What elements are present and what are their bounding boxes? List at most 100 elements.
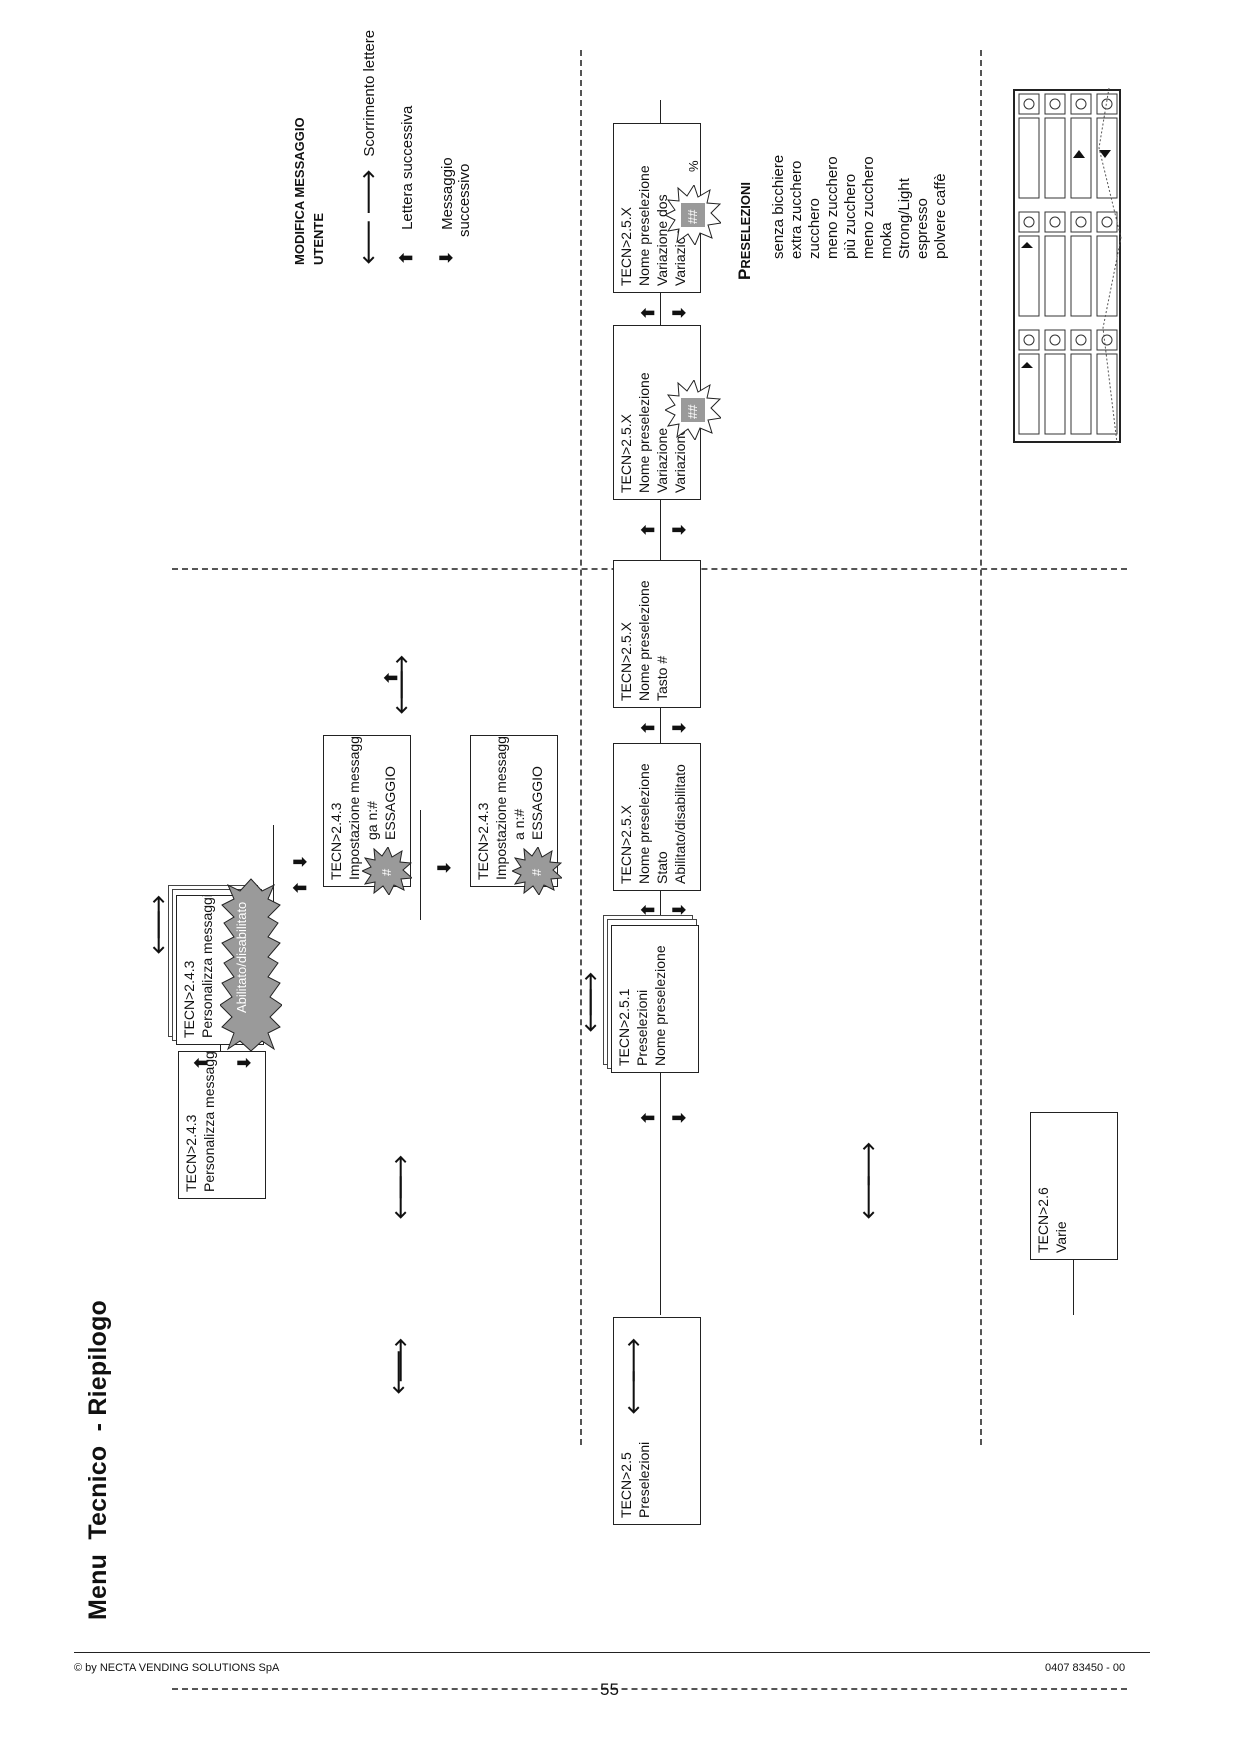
arrow-down-icon: ⬇ <box>670 305 689 320</box>
list-item: Strong/Light <box>896 178 913 259</box>
separator-dash <box>172 1688 1127 1690</box>
arrow-up-icon: ⬆ <box>192 1055 211 1070</box>
box-line: TECN>2.4.3 <box>328 802 344 880</box>
heading-rest: RESELEZIONI <box>738 181 753 269</box>
arrow-right-icon: 🡒 <box>391 1154 410 1200</box>
arrow-down-icon: ⬇ <box>235 1055 254 1070</box>
legend-item-text: Scorrimento lettere <box>361 29 378 157</box>
box-line: TECN>2.4.3 <box>183 1114 199 1192</box>
box-line: Nome preselezione <box>636 165 652 286</box>
arrow-up-icon: ⬆ <box>639 720 658 735</box>
arrow-up-icon: ⬆ <box>639 522 658 537</box>
burst-label: # <box>529 868 544 876</box>
list-item: senza bicchiere <box>770 154 787 259</box>
arrow-right-icon: 🡒 <box>581 971 600 1017</box>
box-line: Abilitato/disabilitato <box>672 764 688 884</box>
box-line: Impostazione messaggio <box>346 735 362 880</box>
arrow-down-icon: ⬇ <box>670 902 689 917</box>
list-item: moka <box>878 222 895 259</box>
legend-item-text: successivo <box>456 163 473 237</box>
box-line: Nome preselezione <box>636 372 652 493</box>
legend-heading-line: UTENTE <box>311 213 326 265</box>
highlight-burst <box>362 847 412 895</box>
box-line: TECN>2.5.X <box>618 414 634 493</box>
arrow-up-icon: ⬆ <box>639 902 658 917</box>
box-line: Nome preselezione <box>636 580 652 701</box>
list-item: zucchero <box>806 198 823 259</box>
burst-label: ## <box>685 404 700 419</box>
box-line: Impostazione messaggio <box>493 735 509 880</box>
highlight-burst <box>220 878 282 1052</box>
highlight-burst <box>665 380 721 440</box>
preselezioni-heading: PRESELEZIONI <box>735 182 755 280</box>
arrow-up-icon: ⬆ <box>639 305 658 320</box>
box-line: TECN>2.5.X <box>618 207 634 286</box>
legend-item-text: Messaggio <box>439 157 456 230</box>
list-item: polvere caffè <box>932 173 949 259</box>
list-item: espresso <box>914 198 931 259</box>
footer-doc-code: 0407 83450 - 00 <box>1045 1662 1126 1674</box>
box-line: Preselezioni <box>634 989 650 1066</box>
arrow-down-icon: ⬇ <box>437 250 456 265</box>
box-line: TECN>2.5.X <box>618 622 634 701</box>
connector <box>420 810 421 920</box>
arrow-down-icon: ⬇ <box>670 1110 689 1125</box>
separator-dash <box>580 50 582 1445</box>
arrow-down-icon: ⬇ <box>435 860 454 875</box>
highlight-burst <box>665 185 721 245</box>
box-line: Nome preselezione <box>652 945 668 1066</box>
box-line: Personalizza messaggi <box>199 895 215 1038</box>
heading-first-letter: P <box>735 268 754 280</box>
box-line: Nome preselezione <box>636 763 652 884</box>
box-line: TECN>2.6 <box>1035 1187 1051 1253</box>
arrow-up-icon: ⬆ <box>291 880 310 895</box>
list-item: meno zucchero <box>860 156 877 259</box>
separator-dash <box>980 50 982 1445</box>
list-item: meno zucchero <box>824 156 841 259</box>
footer-rule <box>74 1652 1150 1653</box>
menu-box-2-6-varie: TECN>2.6 Varie <box>1030 1112 1118 1260</box>
legend-item: ⬇ Messaggio <box>437 157 457 265</box>
legend-item-text: Lettera successiva <box>399 105 416 230</box>
arrow-up-icon: ⬆ <box>639 1110 658 1125</box>
burst-label: # <box>379 868 394 876</box>
arrow-right-icon: 🡒 <box>391 1337 410 1383</box>
page-title: Menu Tecnico - Riepilogo <box>84 1299 112 1620</box>
burst-label: Abilitato/disabilitato <box>234 901 249 1013</box>
legend-heading: MODIFICA MESSAGGIO UTENTE <box>290 117 328 265</box>
box-line: TECN>2.5.X <box>618 805 634 884</box>
legend-item: 🡐 🡒 Scorrimento lettere <box>359 29 379 265</box>
arrow-right-icon: 🡒 <box>859 1141 878 1187</box>
arrow-pair-icon: 🡐 🡒 <box>359 169 378 265</box>
burst-label: ## <box>685 209 700 224</box>
menu-box-2-5-x-stato: TECN>2.5.X Nome preselezione Stato Abili… <box>613 743 701 891</box>
arrow-down-icon: ⬇ <box>291 854 310 869</box>
box-line: Stato <box>654 851 670 884</box>
arrow-down-icon: ⬇ <box>670 720 689 735</box>
arrow-up-icon: ⬆ <box>397 250 416 265</box>
preselezioni-list: senza bicchiere extra zucchero zucchero … <box>770 155 950 259</box>
box-line: Tasto # <box>654 655 670 701</box>
arrow-right-icon: 🡒 <box>624 1337 643 1383</box>
footer-copyright: © by NECTA VENDING SOLUTIONS SpA <box>74 1662 280 1674</box>
arrow-right-icon: 🡒 <box>149 894 168 940</box>
legend-item: ⬆ Lettera successiva <box>397 105 417 265</box>
legend-heading-line: MODIFICA MESSAGGIO <box>292 117 307 265</box>
arrow-up-icon: ⬆ <box>382 670 401 685</box>
menu-box-2-4-3-personalizza: TECN>2.4.3 Personalizza messaggi <box>178 1051 266 1199</box>
menu-box-2-5-x-tasto: TECN>2.5.X Nome preselezione Tasto # <box>613 560 701 708</box>
arrow-down-icon: ⬇ <box>670 522 689 537</box>
burst-extra-label: % <box>686 160 701 172</box>
list-item: più zucchero <box>842 173 859 259</box>
highlight-burst <box>512 847 562 895</box>
keypad-illustration <box>1013 88 1122 443</box>
box-line: Personalizza messaggi <box>201 1051 217 1192</box>
box-line: TECN>2.4.3 <box>475 802 491 880</box>
page-number: 55 <box>600 1680 619 1699</box>
list-item: extra zucchero <box>788 160 805 259</box>
box-line: Varie <box>1053 1221 1069 1253</box>
menu-box-2-5-1-preselezioni: TECN>2.5.1 Preselezioni Nome preselezion… <box>611 925 699 1073</box>
box-line: TECN>2.5.1 <box>616 988 632 1066</box>
